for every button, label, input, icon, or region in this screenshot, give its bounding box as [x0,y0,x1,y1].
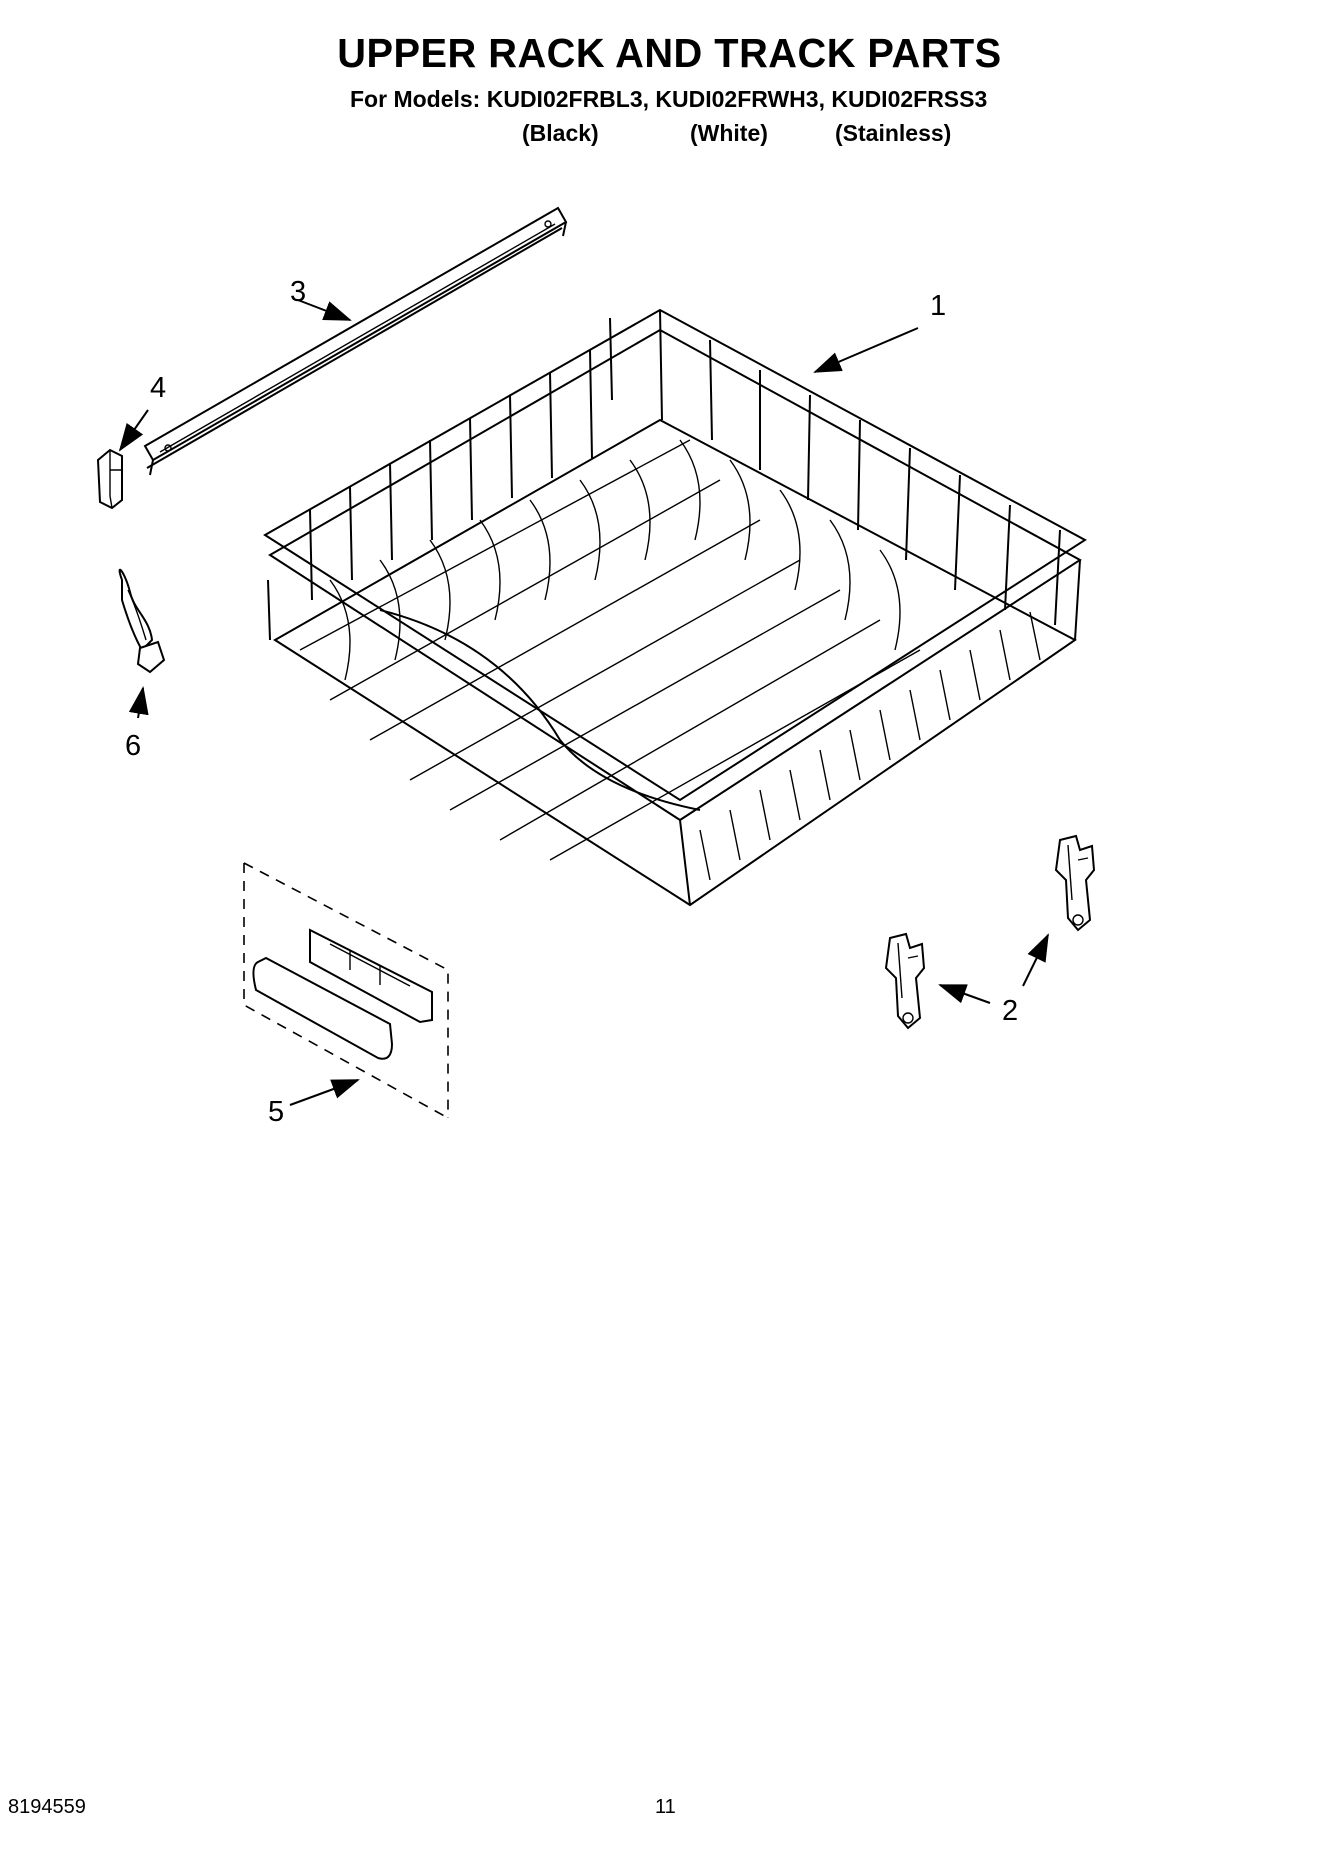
callout-4-arrow [118,409,149,452]
color-white-label: (White) [690,120,768,146]
page-title: UPPER RACK AND TRACK PARTS [337,30,1002,76]
track-stop-part [118,568,166,674]
callout-2: 2 [1002,995,1019,1027]
track-part [143,206,568,476]
page-number: 11 [655,1796,676,1818]
callout-5-arrow [289,1079,360,1106]
upper-rack-part [263,308,1087,907]
color-stainless-label: (Stainless) [835,120,952,146]
callout-2b-arrow [1022,933,1049,987]
callout-6-arrow [128,686,149,719]
track-end-cap-part [96,448,123,510]
callout-1-arrow [813,327,919,373]
callout-5: 5 [268,1096,285,1128]
rack-handle-part [243,862,449,1119]
callout-1: 1 [930,290,947,322]
color-black-label: (Black) [522,120,599,146]
models-line: For Models: KUDI02FRBL3, KUDI02FRWH3, KU… [350,86,988,112]
callout-4: 4 [150,372,167,404]
rack-adjuster-part [884,834,1096,1030]
document-number: 8194559 [8,1796,86,1818]
callout-6: 6 [125,730,142,762]
callout-3-arrow [297,299,352,321]
callout-2a-arrow [938,984,991,1004]
callout-3: 3 [290,276,307,308]
